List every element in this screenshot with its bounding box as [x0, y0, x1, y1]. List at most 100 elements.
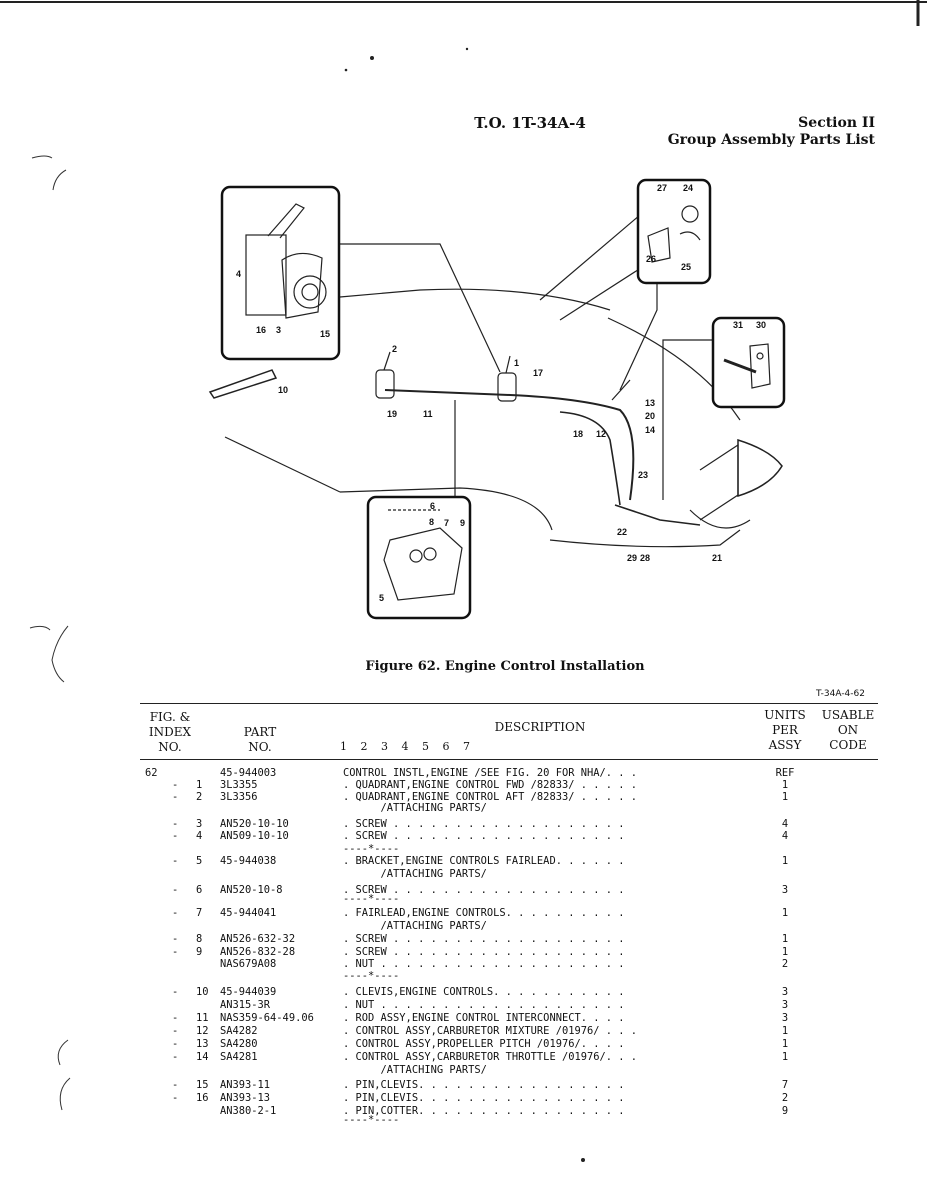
part-number: AN526-632-32 [220, 933, 296, 945]
callout-label: 26 [646, 254, 656, 264]
callout-label: 30 [756, 320, 766, 330]
inset-bracket [636, 178, 712, 285]
part-number: AN380-2-1 [220, 1105, 277, 1117]
index-number: 2 [196, 791, 203, 803]
units-per-assy: 1 [781, 791, 789, 803]
index-dash: - [172, 1051, 179, 1063]
index-dash: - [172, 1092, 179, 1104]
callout-label: 4 [236, 269, 241, 279]
spinner [737, 438, 783, 498]
table-row: /ATTACHING PARTS/ [0, 1064, 927, 1077]
part-number: 45-944038 [220, 855, 277, 867]
description: . BRACKET,ENGINE CONTROLS FAIRLEAD. . . … [343, 855, 625, 867]
callout-label: 16 [256, 325, 266, 335]
description: . SCREW . . . . . . . . . . . . . . . . … [343, 933, 625, 945]
part-number: SA4282 [220, 1025, 258, 1037]
description: . NUT . . . . . . . . . . . . . . . . . … [343, 999, 625, 1011]
index-number: 14 [196, 1051, 209, 1063]
index-dash: - [172, 986, 179, 998]
units-per-assy: 3 [781, 999, 789, 1011]
description: . SCREW . . . . . . . . . . . . . . . . … [343, 884, 625, 896]
index-dash: - [172, 933, 179, 945]
index-number: 12 [196, 1025, 209, 1037]
part-number: 45-944003 [220, 767, 277, 779]
index-number: 3 [196, 818, 203, 830]
description: . FAIRLEAD,ENGINE CONTROLS. . . . . . . … [343, 907, 625, 919]
description: ----*---- [343, 843, 400, 855]
part-number: AN509-10-10 [220, 830, 289, 842]
table-row: ----*---- [0, 893, 927, 906]
description: CONTROL INSTL,ENGINE /SEE FIG. 20 FOR NH… [343, 767, 638, 779]
callout-label: 19 [387, 409, 397, 419]
index-number: 10 [196, 986, 209, 998]
part-number: AN526-832-28 [220, 946, 296, 958]
callout-label: 6 [430, 501, 435, 511]
callout-label: 21 [712, 553, 722, 563]
table-row: AN380-2-1. PIN,COTTER. . . . . . . . . .… [0, 1105, 927, 1118]
part-number: SA4281 [220, 1051, 258, 1063]
description: /ATTACHING PARTS/ [343, 920, 487, 932]
figure-caption: Figure 62. Engine Control Installation [365, 659, 645, 674]
index-dash: - [172, 779, 179, 791]
index-dash: - [172, 830, 179, 842]
table-row: /ATTACHING PARTS/ [0, 868, 927, 881]
col-indent-levels: 1 2 3 4 5 6 7 [340, 740, 475, 753]
table-row: ----*---- [0, 1114, 927, 1127]
part-number: NAS679A08 [220, 958, 277, 970]
callout-label: 2 [392, 344, 397, 354]
index-number: 16 [196, 1092, 209, 1104]
table-row: /ATTACHING PARTS/ [0, 920, 927, 933]
description: . SCREW . . . . . . . . . . . . . . . . … [343, 818, 625, 830]
callout-label: 15 [320, 329, 330, 339]
units-per-assy: 1 [781, 1038, 789, 1050]
units-per-assy: 1 [781, 946, 789, 958]
part-number: AN315-3R [220, 999, 271, 1011]
units-per-assy: 2 [781, 958, 789, 970]
units-per-assy: REF [775, 767, 795, 779]
units-per-assy: 1 [781, 933, 789, 945]
callout-label: 28 [640, 553, 650, 563]
index-dash: - [172, 1025, 179, 1037]
callout-label: 7 [444, 518, 449, 528]
index-dash: - [172, 946, 179, 958]
control-rod-main [384, 389, 635, 501]
part-number: 45-944039 [220, 986, 277, 998]
description: . NUT . . . . . . . . . . . . . . . . . … [343, 958, 625, 970]
table-top-rule [140, 703, 878, 704]
units-per-assy: 2 [781, 1092, 789, 1104]
table-header-rule [140, 759, 878, 760]
units-per-assy: 1 [781, 779, 789, 791]
col-fig-index: FIG. & INDEX NO. [148, 710, 192, 754]
to-number: T.O. 1T-34A-4 [474, 114, 586, 132]
table-row: - 5 45-944038 . BRACKET,ENGINE CONTROLS FAI… [0, 855, 927, 868]
callout-label: 29 [627, 553, 637, 563]
index-dash: - [172, 1079, 179, 1091]
index-dash: - [172, 855, 179, 867]
part-number: AN393-13 [220, 1092, 271, 1104]
inset-pin [711, 316, 786, 409]
callout-label: 24 [683, 183, 693, 193]
wing-leading-edge [224, 436, 341, 493]
index-dash: - [172, 907, 179, 919]
index-number: 5 [196, 855, 203, 867]
callout-label: 23 [638, 470, 648, 480]
units-per-assy: 1 [781, 907, 789, 919]
units-per-assy: 1 [781, 1051, 789, 1063]
part-number: NAS359-64-49.06 [220, 1012, 314, 1024]
index-dash: - [172, 1038, 179, 1050]
section-label: Section II [798, 115, 875, 131]
col-units: UNITS PER ASSY [764, 708, 806, 752]
description: /ATTACHING PARTS/ [343, 868, 487, 880]
index-dash: - [172, 1012, 179, 1024]
